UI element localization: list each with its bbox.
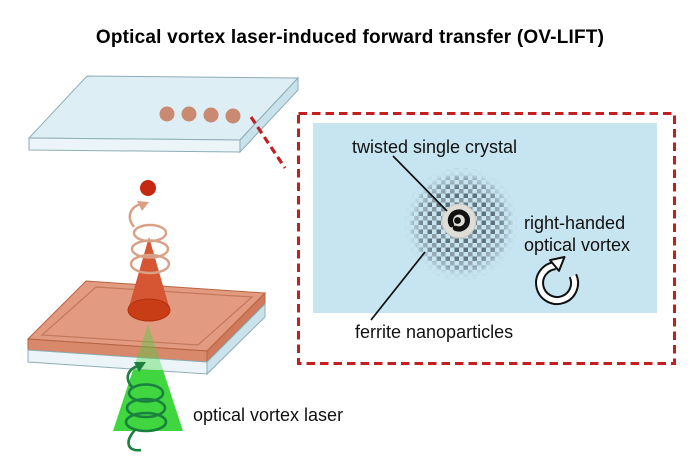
label-vortex-line1: right-handed [524,213,626,233]
helix-tail [127,428,142,452]
helix-coil [129,253,171,275]
receiver-side-face [239,76,299,154]
helix-coil [132,223,168,243]
magnify-leader-line [249,116,287,169]
laser-helix-arrow [124,364,168,452]
rotation-arrow-icon [535,256,580,305]
helix-coil [130,239,170,259]
deposited-dot [225,108,241,124]
deposited-dot [159,106,175,122]
chirality-swirl-center [454,217,461,224]
label-vortex-line2: optical vortex [524,234,631,255]
transferred-droplet [140,180,156,196]
receiver-front-face [28,137,241,153]
deposited-dots [159,106,241,124]
label-ferrite-nanoparticles: ferrite nanoparticles [355,322,514,342]
label-twisted-single-crystal: twisted single crystal [352,137,518,157]
label-right-handed-optical-vortex: right-handed optical vortex [524,213,630,256]
helix-coil [127,383,165,403]
helix-lead [126,364,139,388]
ejection-plume [127,237,171,322]
film-inner-outline [40,286,254,346]
label-optical-vortex-laser: optical vortex laser [193,405,344,425]
rotation-arrowhead [549,256,566,272]
helix-lead [128,202,142,228]
figure-title: Optical vortex laser-induced forward tra… [95,27,605,48]
laser-helix-arrowhead [134,362,146,372]
inset-dashed-border [297,112,676,365]
deposited-dot [203,107,219,123]
ablation-spot [127,298,171,322]
ferrite-leader-line [370,251,426,321]
helix-coil [124,411,168,433]
rotation-arrow-body [537,263,578,303]
droplet-helix-arrow [128,202,171,275]
crystal-leader-line [392,155,448,212]
helix-coil [125,397,167,419]
chirality-swirl-icon [447,209,470,232]
laser-beam-through-glass [133,324,163,370]
droplet-helix-arrowhead [137,201,149,211]
deposited-dot [181,106,197,122]
donor-glass-side-face [206,302,266,376]
